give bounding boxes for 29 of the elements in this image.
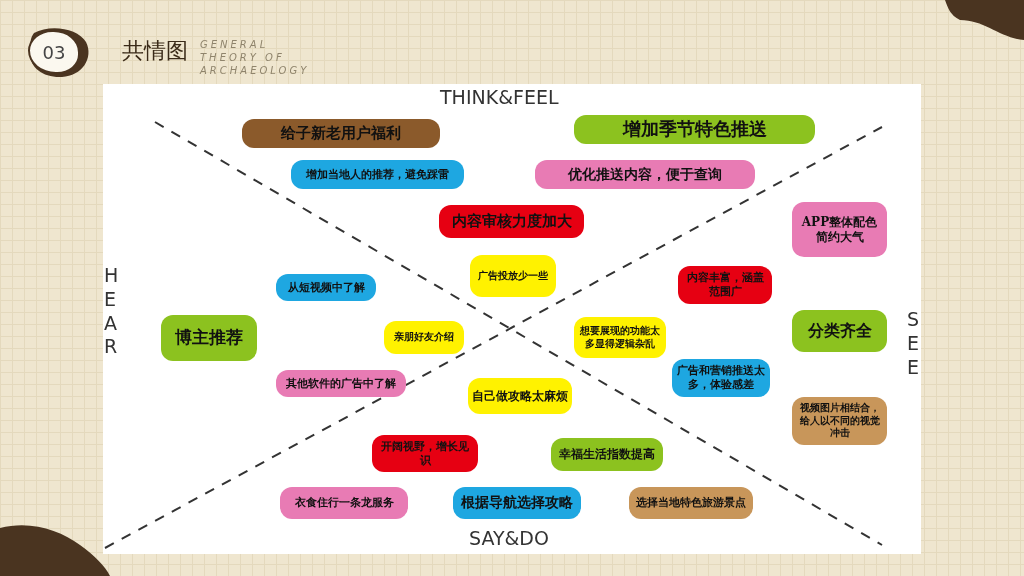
note-box: 选择当地特色旅游景点 xyxy=(629,487,753,519)
note-box: APP整体配色简约大气 xyxy=(792,202,887,257)
note-box: 其他软件的广告中了解 xyxy=(276,370,406,397)
note-box: 优化推送内容，便于查询 xyxy=(535,160,755,189)
note-box: 自己做攻略太麻烦 xyxy=(468,378,572,414)
note-box: 分类齐全 xyxy=(792,310,887,352)
quadrant-label: SAY&DO xyxy=(469,527,549,549)
number-badge: 03 xyxy=(28,30,80,74)
note-box: 亲朋好友介绍 xyxy=(384,321,464,354)
note-box: 幸福生活指数提高 xyxy=(551,438,663,471)
note-box: 视频图片相结合，给人以不同的视觉冲击 xyxy=(792,397,887,445)
quadrant-label: THINK&FEEL xyxy=(440,86,559,108)
quadrant-label: HEAR xyxy=(104,264,120,359)
note-box: 开阔视野，增长见识 xyxy=(372,435,478,472)
note-box: 广告投放少一些 xyxy=(470,255,556,297)
note-box: 博主推荐 xyxy=(161,315,257,361)
note-box: 想要展现的功能太多显得逻辑杂乱 xyxy=(574,317,666,358)
note-box: 从短视频中了解 xyxy=(276,274,376,301)
note-box: 增加当地人的推荐，避免踩雷 xyxy=(291,160,464,189)
note-box: 增加季节特色推送 xyxy=(574,115,815,144)
title: 共情图 xyxy=(122,37,188,65)
note-box: 衣食住行一条龙服务 xyxy=(280,487,408,519)
quadrant-label: SEE xyxy=(907,308,921,380)
note-box: 根据导航选择攻略 xyxy=(453,487,581,519)
note-box: 广告和营销推送太多，体验感差 xyxy=(672,359,770,397)
note-box: 内容审核力度加大 xyxy=(439,205,584,238)
note-box: 给子新老用户福利 xyxy=(242,119,440,148)
subtitle: GENERAL THEORY OF ARCHAEOLOGY xyxy=(200,38,311,77)
note-box: 内容丰富，涵盖范围广 xyxy=(678,266,772,304)
